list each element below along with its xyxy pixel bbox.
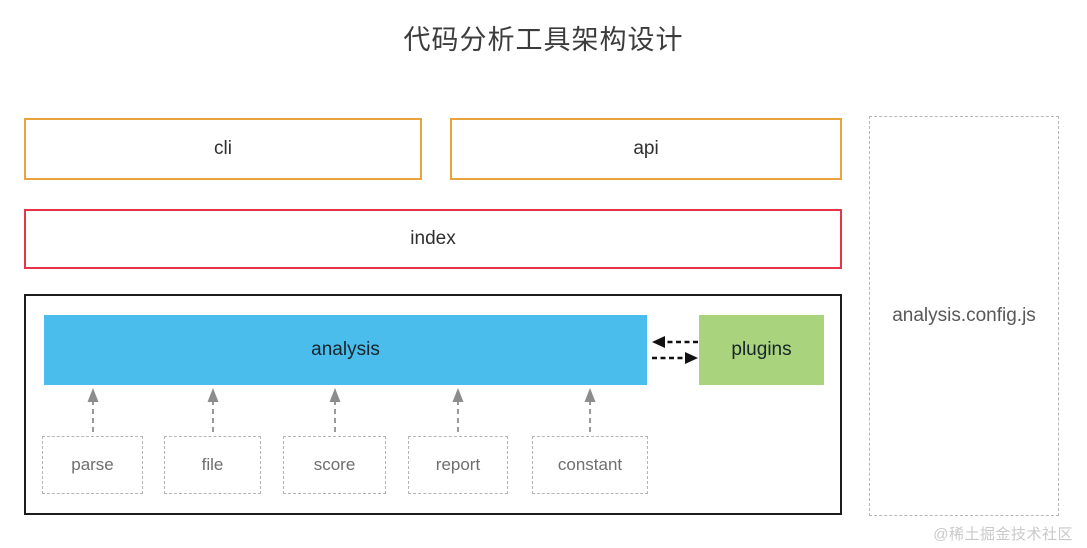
node-parse-label: parse [71,455,114,474]
node-analysis-config[interactable]: analysis.config.js [869,116,1059,516]
node-cli-label: cli [214,138,232,159]
node-file-label: file [201,455,224,474]
node-constant[interactable]: constant [532,436,648,494]
connector-score-to-analysis [329,388,341,432]
connector-analysis-plugins-bidirectional [652,336,698,364]
node-api-label: api [633,138,659,159]
node-index[interactable]: index [24,209,842,269]
node-plugins-label: plugins [731,339,792,360]
node-api[interactable]: api [450,118,842,180]
connector-constant-to-analysis [584,388,596,432]
node-cli[interactable]: cli [24,118,422,180]
node-analysis-config-label: analysis.config.js [892,305,1036,326]
node-score-label: score [313,455,356,474]
node-parse[interactable]: parse [42,436,143,494]
node-report[interactable]: report [408,436,508,494]
node-constant-label: constant [557,455,623,474]
node-report-label: report [435,455,481,474]
connector-report-to-analysis [452,388,464,432]
watermark: @稀土掘金技术社区 [933,526,1073,543]
node-score[interactable]: score [283,436,386,494]
node-file[interactable]: file [164,436,261,494]
node-plugins[interactable]: plugins [699,315,824,385]
page-title: 代码分析工具架构设计 [403,25,684,55]
node-analysis-label: analysis [311,339,380,360]
node-analysis[interactable]: analysis [44,315,647,385]
connector-file-to-analysis [207,388,219,432]
node-index-label: index [410,228,456,249]
connector-parse-to-analysis [87,388,99,432]
